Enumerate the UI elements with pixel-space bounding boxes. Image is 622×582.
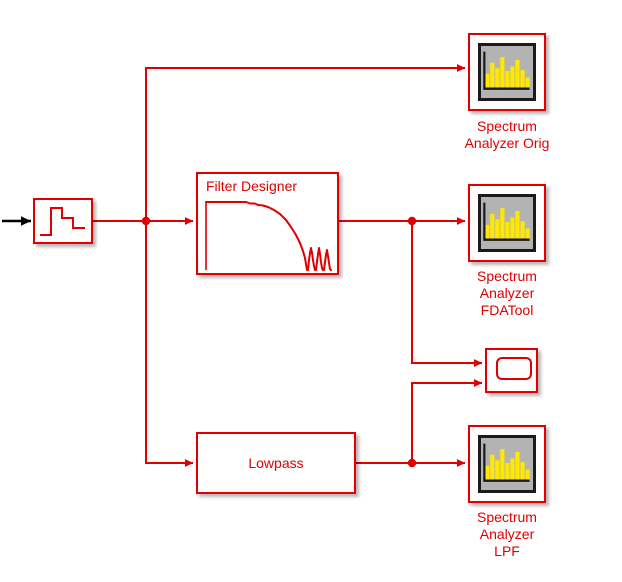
spectrum-bar-5 (510, 458, 515, 481)
lowpass-block-label: Lowpass (248, 455, 304, 471)
spectrum-bars-svg (483, 443, 530, 482)
spectrum-bar-0 (485, 224, 490, 240)
spectrum-bar-8 (525, 469, 530, 481)
spectrum-bar-4 (505, 222, 510, 240)
spectrum-bar-0 (485, 465, 490, 481)
spectrum-analyzer-lpf-label: Spectrum Analyzer LPF (477, 509, 537, 559)
spectrum-analyzer-orig-label: Spectrum Analyzer Orig (464, 118, 550, 151)
spectrum-bars-svg (483, 51, 530, 90)
spectrum-bar-8 (525, 228, 530, 240)
spectrum-bars-svg (483, 202, 530, 241)
lowpass-block[interactable]: Lowpass (196, 432, 356, 494)
spectrum-bar-4 (505, 71, 510, 89)
spectrum-bar-1 (490, 454, 495, 481)
spectrum-bars-group (485, 57, 530, 89)
spectrum-bars-icon (478, 435, 536, 493)
spectrum-bar-5 (510, 66, 515, 89)
spectrum-bar-3 (500, 57, 505, 89)
spectrum-bar-1 (490, 213, 495, 240)
spectrum-bar-7 (520, 70, 525, 89)
spectrum-bars-icon (478, 194, 536, 252)
spectrum-bar-0 (485, 73, 490, 89)
spectrum-bar-6 (515, 59, 520, 89)
junction-filter-output-split (407, 216, 417, 226)
source-block[interactable] (33, 198, 93, 244)
spectrum-analyzer-fdatool-label: Spectrum Analyzer FDATool (477, 268, 537, 318)
spectrum-bars-group (485, 449, 530, 481)
spectrum-bar-7 (520, 462, 525, 481)
spectrum-bar-3 (500, 449, 505, 481)
lowpass-magnitude-response-icon (205, 201, 332, 271)
spectrum-bar-3 (500, 208, 505, 240)
spectrum-bar-6 (515, 210, 520, 240)
spectrum-analyzer-lpf-block[interactable] (468, 425, 546, 503)
spectrum-analyzer-orig-block[interactable] (468, 33, 546, 111)
spectrum-bar-1 (490, 62, 495, 89)
spectrum-analyzer-fdatool-block[interactable] (468, 184, 546, 262)
spectrum-bars-group (485, 208, 530, 240)
junction-source-split (141, 216, 151, 226)
spectrum-bar-7 (520, 221, 525, 240)
staircase-step-signal-icon (40, 207, 85, 236)
wire-split-to-lowpass (145, 221, 194, 467)
spectrum-bar-2 (495, 219, 500, 240)
spectrum-bar-2 (495, 68, 500, 89)
scope-screen-icon (496, 357, 532, 380)
spectrum-bar-5 (510, 217, 515, 240)
junction-lowpass-output-split (407, 458, 417, 468)
spectrum-bar-2 (495, 460, 500, 481)
filter-designer-title: Filter Designer (206, 178, 298, 194)
spectrum-bar-6 (515, 451, 520, 481)
spectrum-bars-icon (478, 43, 536, 101)
spectrum-bar-8 (525, 77, 530, 89)
scope-block[interactable] (485, 348, 538, 393)
spectrum-bar-4 (505, 463, 510, 481)
filter-designer-block[interactable]: Filter Designer (196, 172, 339, 275)
